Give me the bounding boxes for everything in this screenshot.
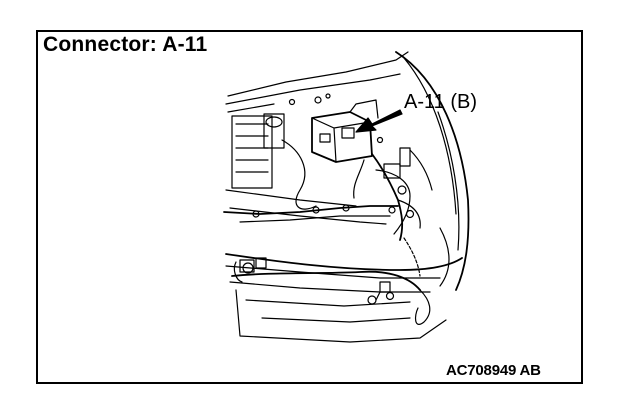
engine-bay-linework — [223, 51, 470, 343]
connector-callout-label: A-11 (B) — [404, 91, 477, 113]
callout-arrow — [355, 109, 403, 133]
figure-code: AC708949 AB — [446, 362, 541, 379]
connector-title: Connector: A-11 — [43, 33, 208, 56]
